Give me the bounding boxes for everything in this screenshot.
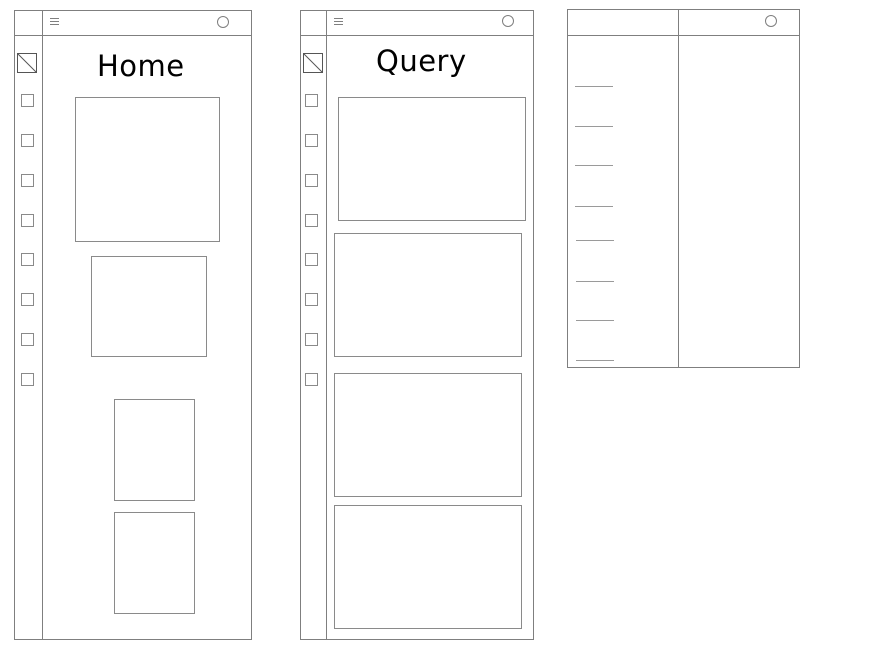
query-header-divider (300, 35, 534, 36)
profile-icon[interactable] (217, 16, 229, 28)
menu-item-placeholder[interactable] (576, 360, 614, 361)
sidebar-nav-item[interactable] (21, 214, 34, 227)
content-card[interactable] (91, 256, 207, 357)
sidebar-nav-item[interactable] (305, 174, 318, 187)
sidebar-nav-item[interactable] (305, 333, 318, 346)
content-card[interactable] (114, 512, 195, 614)
sidebar-nav-item[interactable] (21, 333, 34, 346)
content-card[interactable] (334, 505, 522, 629)
page-title: Query (376, 44, 467, 78)
home-header-divider (14, 35, 252, 36)
profile-icon[interactable] (765, 15, 777, 27)
menu-item-placeholder[interactable] (575, 86, 613, 87)
sidebar-nav-item[interactable] (305, 373, 318, 386)
menu-panel (567, 9, 800, 368)
content-card[interactable] (75, 97, 220, 242)
menu-item-placeholder[interactable] (576, 240, 614, 241)
menu-item-placeholder[interactable] (575, 165, 613, 166)
content-card[interactable] (114, 399, 195, 501)
sidebar-nav-item[interactable] (21, 373, 34, 386)
menu-icon[interactable] (334, 18, 343, 27)
sidebar-nav-item[interactable] (305, 253, 318, 266)
menu-item-placeholder[interactable] (575, 126, 613, 127)
menu-item-placeholder[interactable] (576, 281, 614, 282)
menu-item-placeholder[interactable] (576, 320, 614, 321)
profile-icon[interactable] (502, 15, 514, 27)
sidebar-nav-item[interactable] (305, 94, 318, 107)
sidebar-nav-item[interactable] (21, 253, 34, 266)
content-card[interactable] (334, 373, 522, 497)
sidebar-nav-item[interactable] (21, 174, 34, 187)
content-card[interactable] (334, 233, 522, 357)
panel-header-divider (567, 35, 800, 36)
panel-column-divider (678, 9, 679, 368)
sidebar-nav-item[interactable] (21, 293, 34, 306)
query-sidebar-divider (326, 10, 327, 640)
home-sidebar-divider (42, 10, 43, 640)
sidebar-nav-item[interactable] (21, 94, 34, 107)
menu-icon[interactable] (50, 18, 59, 27)
selected-nav-icon[interactable] (17, 53, 37, 73)
selected-nav-icon[interactable] (303, 53, 323, 73)
sidebar-nav-item[interactable] (305, 214, 318, 227)
sidebar-nav-item[interactable] (305, 134, 318, 147)
menu-item-placeholder[interactable] (575, 206, 613, 207)
page-title: Home (97, 49, 185, 83)
content-card[interactable] (338, 97, 526, 221)
sidebar-nav-item[interactable] (21, 134, 34, 147)
sidebar-nav-item[interactable] (305, 293, 318, 306)
